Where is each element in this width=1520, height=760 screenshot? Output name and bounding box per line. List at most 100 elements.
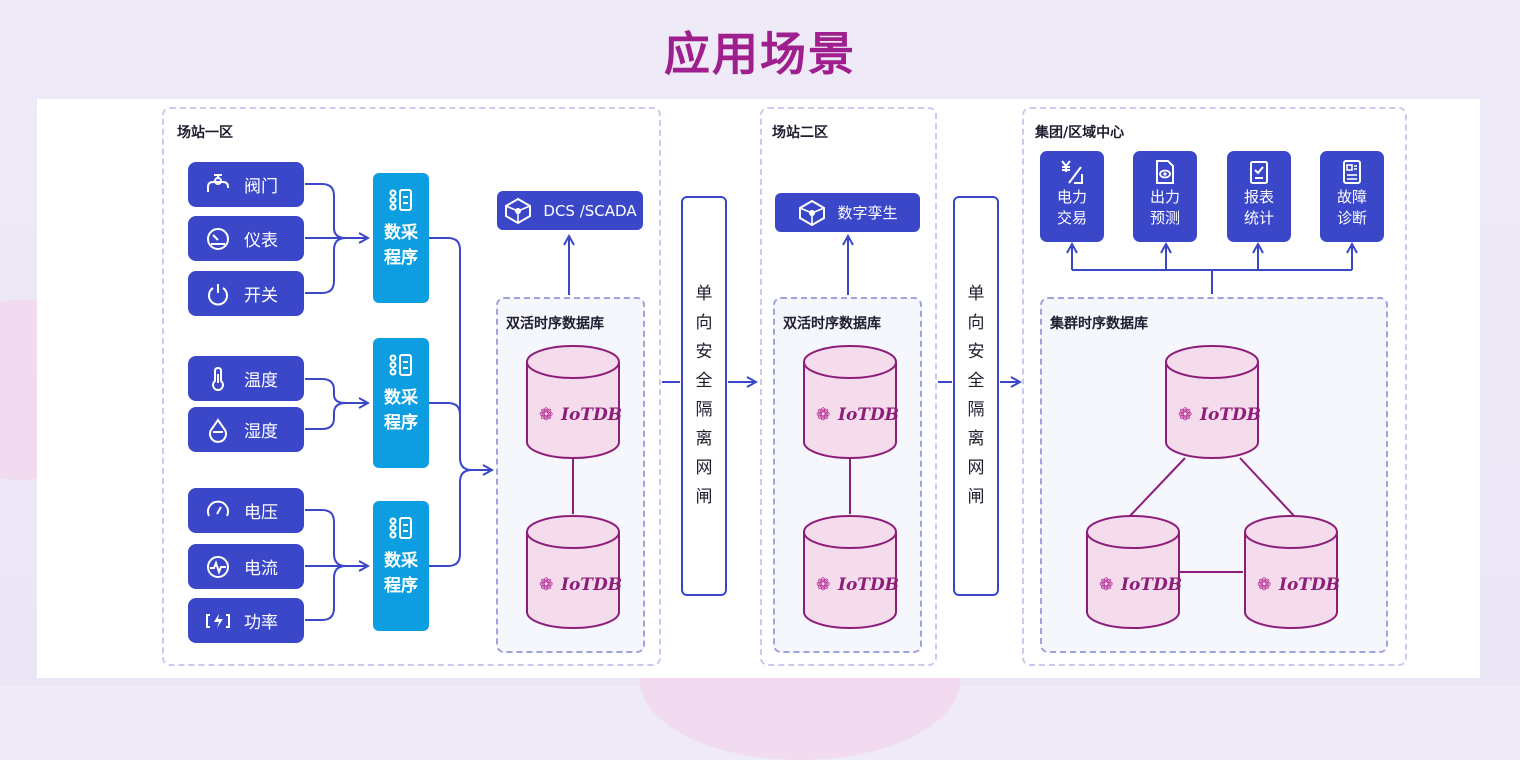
collector-label-1: 数采 [384,223,418,243]
gateway-char: 离 [967,429,985,449]
app-report-statistics[interactable]: 报表 统计 [1227,151,1291,242]
valve-icon [204,171,232,199]
iotdb-logo: IoTDB [837,405,898,425]
collector-label-2: 程序 [384,576,418,596]
app-label-1: 报表 [1243,188,1274,206]
sensor-humidity[interactable]: 湿度 [188,407,304,452]
iotdb-logo: IoTDB [1199,405,1260,425]
iotdb-cylinder: ❁ IoTDB [803,345,898,459]
zone-station1 [162,107,661,666]
sensor-label: 电流 [244,559,278,579]
one-way-gateway-2[interactable]: 单 向 安 全 隔 离 网 闸 [953,196,999,596]
gateway-char: 向 [695,313,713,333]
gateway-char: 闸 [695,487,713,507]
db-label-station1: 双活时序数据库 [506,316,604,332]
svg-text:❁: ❁ [1099,575,1113,595]
zone-center [1022,107,1407,666]
gateway-char: 向 [967,313,985,333]
iotdb-logo: IoTDB [1278,575,1339,595]
sensor-current[interactable]: 电流 [188,544,304,589]
one-way-gateway-1[interactable]: 单 向 安 全 隔 离 网 闸 [681,196,727,596]
app-label-2: 诊断 [1336,209,1367,227]
iotdb-logo: IoTDB [837,575,898,595]
collector-label-1: 数采 [384,388,418,408]
sensor-label: 仪表 [244,231,278,251]
network-icon [505,197,532,224]
sensor-valve[interactable]: 阀门 [188,162,304,207]
app-power-trading[interactable]: 电力 交易 [1040,151,1104,242]
collector-label-2: 程序 [384,413,418,433]
app-label-2: 交易 [1056,209,1087,227]
collector-icon [389,517,412,539]
sensor-label: 阀门 [244,177,278,197]
iotdb-cylinder: ❁ IoTDB [526,345,621,459]
dcs-scada-label: DCS /SCADA [543,201,637,220]
svg-text:❁: ❁ [816,575,830,595]
sensor-label: 温度 [244,371,278,391]
gateway-char: 全 [695,371,713,391]
app-label-2: 统计 [1243,209,1274,227]
checklist-icon [1250,161,1268,184]
battery-charge-icon [204,607,232,635]
iotdb-logo: IoTDB [560,575,621,595]
sensor-label: 功率 [244,613,278,633]
app-output-forecast[interactable]: 出力 预测 [1133,151,1197,242]
svg-text:❁: ❁ [1257,575,1271,595]
app-label-2: 预测 [1149,209,1180,227]
collector-icon [389,189,412,211]
gateway-char: 隔 [695,400,713,420]
digital-twin-label: 数字孪生 [837,204,898,222]
sensor-label: 电压 [244,503,278,523]
gateway-char: 网 [967,458,985,478]
gateway-char: 全 [967,371,985,391]
zone-label-center: 集团/区域中心 [1035,125,1125,141]
collector-program[interactable]: 数采 程序 [373,338,429,468]
db-label-station2: 双活时序数据库 [783,316,881,332]
gateway-char: 安 [695,342,713,362]
page-title: 应用场景 [664,27,856,81]
sensor-temperature[interactable]: 温度 [188,356,304,401]
collector-program[interactable]: 数采 程序 [373,173,429,303]
iotdb-cylinder: ❁ IoTDB [1165,345,1260,459]
sensor-voltage[interactable]: 电压 [188,488,304,533]
document-eye-icon [1156,160,1174,184]
app-label-1: 出力 [1149,188,1180,206]
iotdb-cylinder: ❁ IoTDB [1086,515,1181,629]
connector-lines [305,183,1520,621]
svg-text:❁: ❁ [816,405,830,425]
sensor-power[interactable]: 功率 [188,598,304,643]
gateway-char: 隔 [967,400,985,420]
app-fault-diagnosis[interactable]: 故障 诊断 [1320,151,1384,242]
iotdb-cylinder: ❁ IoTDB [526,515,621,629]
dcs-scada-box[interactable]: DCS /SCADA [497,191,643,230]
gateway-char: 单 [695,284,713,304]
gateway-char: 离 [695,429,713,449]
sensor-label: 开关 [244,286,278,306]
gateway-char: 安 [967,342,985,362]
gateway-char: 闸 [967,487,985,507]
iotdb-cylinder: ❁ IoTDB [1244,515,1339,629]
app-label-1: 电力 [1056,188,1087,206]
db-label-center: 集群时序数据库 [1050,316,1148,332]
iotdb-cylinder: ❁ IoTDB [803,515,898,629]
droplet-icon [204,416,232,444]
sensor-switch[interactable]: 开关 [188,271,304,316]
gateway-char: 网 [695,458,713,478]
thermometer-icon [204,365,232,393]
sensor-label: 湿度 [244,422,278,442]
app-label-1: 故障 [1336,188,1367,206]
gateway-char: 单 [967,284,985,304]
collector-label-2: 程序 [384,248,418,268]
iotdb-logo: IoTDB [1120,575,1181,595]
zone-station2 [760,107,937,666]
zone-label-station1: 场站一区 [177,125,233,141]
collector-program[interactable]: 数采 程序 [373,501,429,631]
diagnosis-icon [1343,160,1361,184]
collector-label-1: 数采 [384,551,418,571]
gauge-icon [204,225,232,253]
digital-twin-box[interactable]: 数字孪生 [775,193,920,232]
svg-text:❁: ❁ [539,575,553,595]
current-icon [204,553,232,581]
voltmeter-icon [204,497,232,525]
sensor-gauge[interactable]: 仪表 [188,216,304,261]
